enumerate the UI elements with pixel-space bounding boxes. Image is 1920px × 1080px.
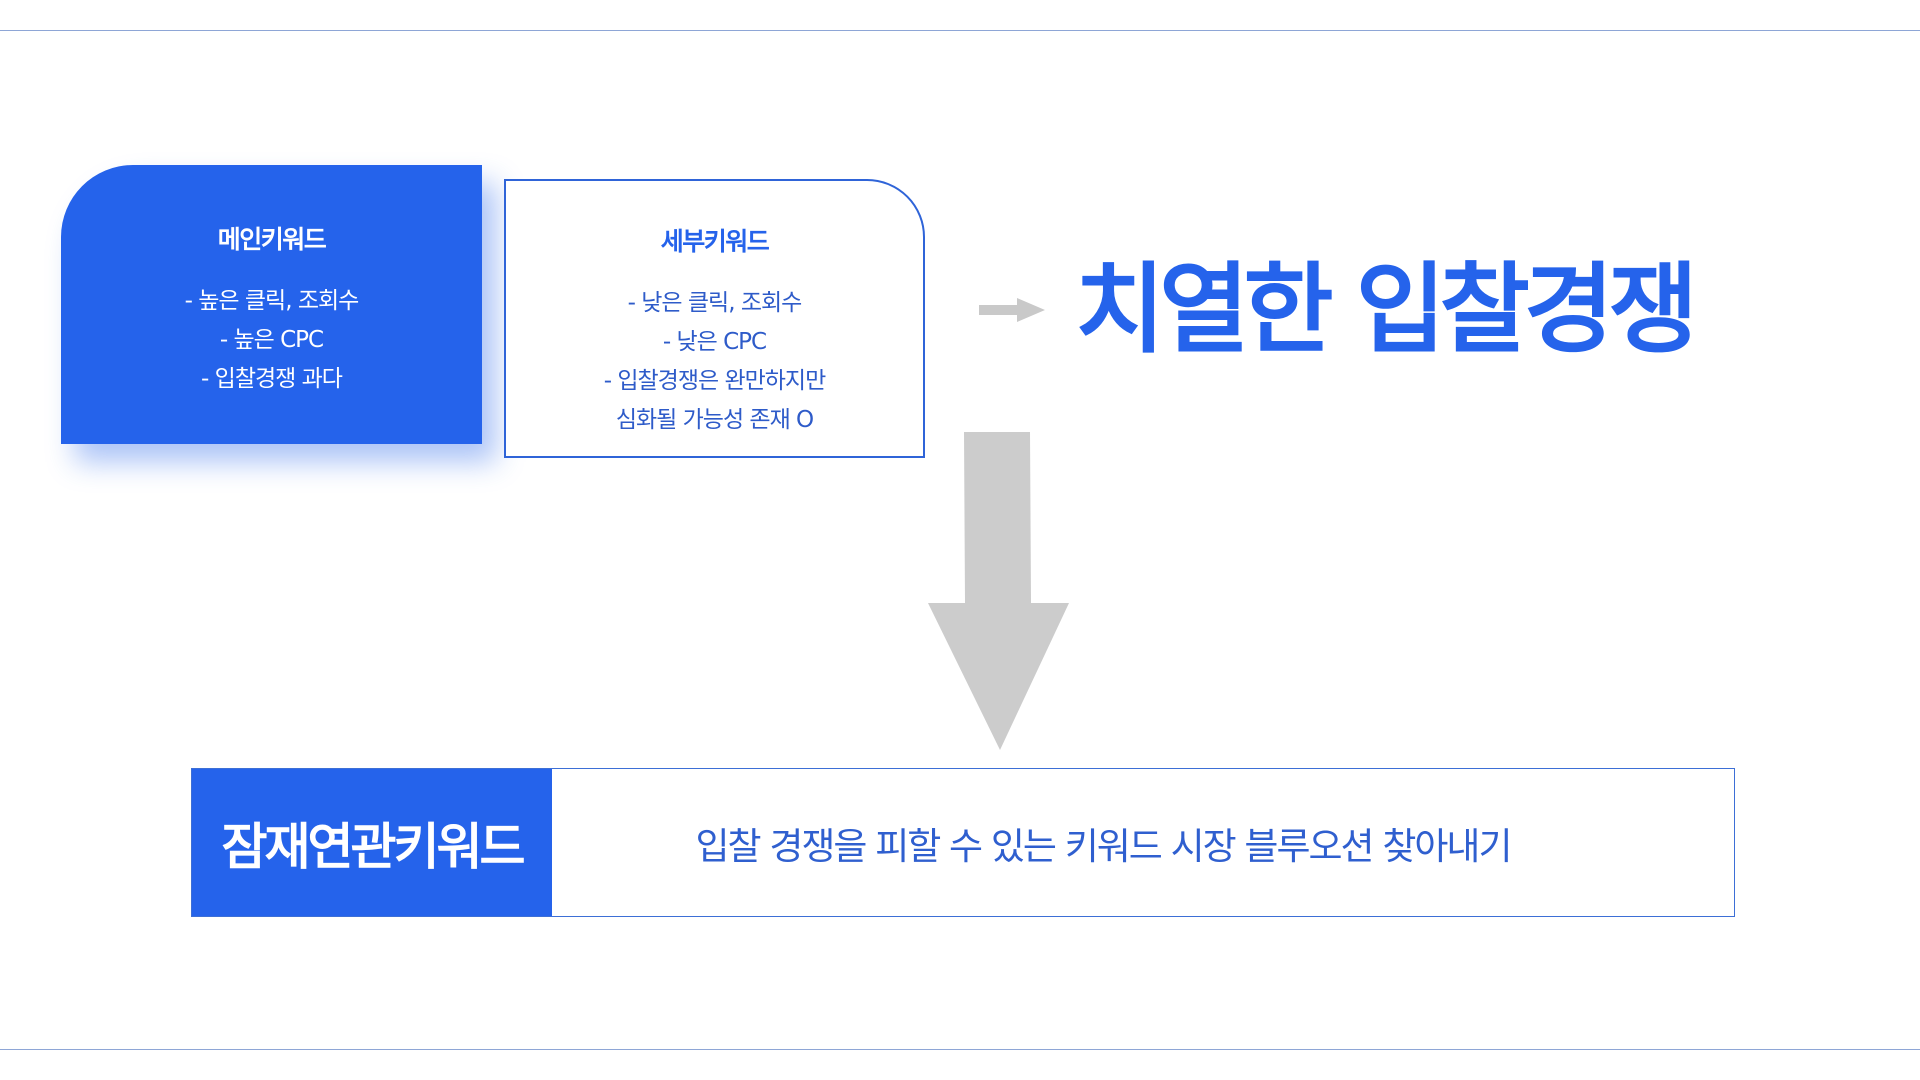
top-divider xyxy=(0,30,1920,31)
sub-keyword-title: 세부키워드 xyxy=(660,227,770,256)
potential-keyword-bar: 잠재연관키워드 입찰 경쟁을 피할 수 있는 키워드 시장 블루오션 찾아내기 xyxy=(191,768,1735,917)
potential-keyword-label: 잠재연관키워드 xyxy=(192,769,552,916)
bottom-divider xyxy=(0,1049,1920,1050)
down-arrow-icon xyxy=(928,432,1069,750)
main-keyword-box: 메인키워드 - 높은 클릭, 조회수 - 높은 CPC - 입찰경쟁 과다 xyxy=(61,165,482,444)
main-keyword-line: - 높은 CPC xyxy=(219,327,324,353)
sub-keyword-line: - 입찰경쟁은 완만하지만 xyxy=(603,368,827,394)
headline: 치열한 입찰경쟁 xyxy=(1075,253,1698,367)
sub-keyword-line: - 낮은 클릭, 조회수 xyxy=(627,290,803,316)
potential-keyword-description: 입찰 경쟁을 피할 수 있는 키워드 시장 블루오션 찾아내기 xyxy=(695,824,1512,868)
main-keyword-list: - 높은 클릭, 조회수 - 높은 CPC - 입찰경쟁 과다 xyxy=(61,282,482,399)
main-keyword-line: - 입찰경쟁 과다 xyxy=(201,366,343,392)
sub-keyword-line: 심화될 가능성 존재 O xyxy=(615,407,814,433)
sub-keyword-list: - 낮은 클릭, 조회수 - 낮은 CPC - 입찰경쟁은 완만하지만 심화될 … xyxy=(506,284,923,440)
main-keyword-line: - 높은 클릭, 조회수 xyxy=(184,288,360,314)
sub-keyword-box: 세부키워드 - 낮은 클릭, 조회수 - 낮은 CPC - 입찰경쟁은 완만하지… xyxy=(504,179,925,458)
right-arrow-icon xyxy=(979,298,1045,322)
main-keyword-title: 메인키워드 xyxy=(217,225,327,254)
sub-keyword-line: - 낮은 CPC xyxy=(662,329,767,355)
